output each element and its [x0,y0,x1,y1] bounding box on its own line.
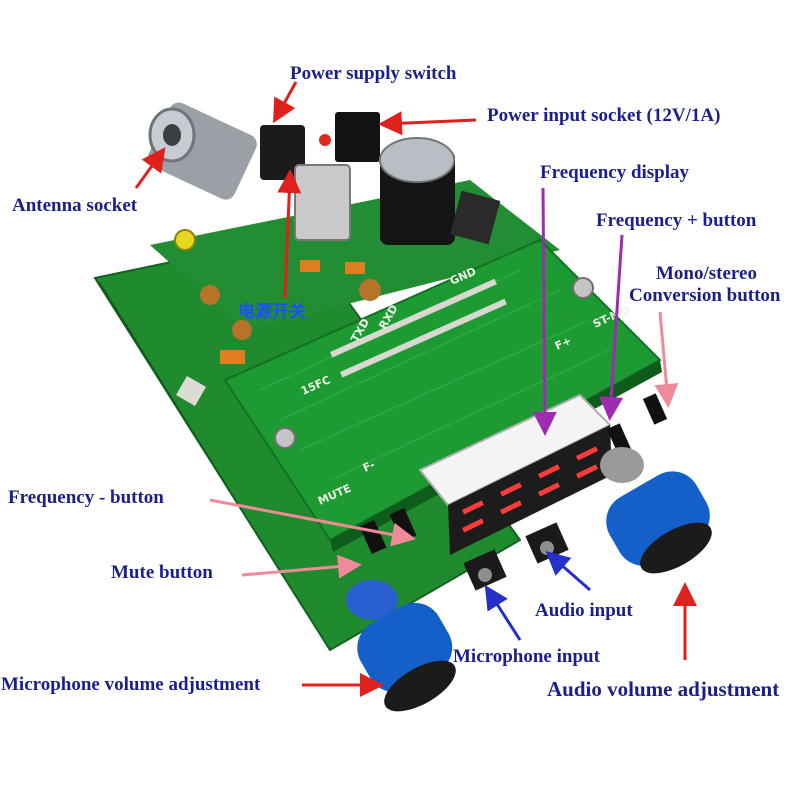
silk-f-plus: F+ [553,334,574,353]
mic-volume-knob [346,580,456,712]
arrow-power-input [378,111,477,136]
label-mute-button: Mute button [111,562,213,583]
label-microphone-input: Microphone input [453,646,600,667]
silk-f-minus: F- [361,458,377,475]
label-audio-input: Audio input [535,600,633,621]
audio-volume-knob [600,447,712,574]
label-audio-volume-adjustment: Audio volume adjustment [547,677,780,701]
label-power-switch-cn: 电源开关 [238,302,306,322]
label-frequency-minus-button: Frequency - button [8,487,164,508]
dc-jack [335,112,380,162]
power-switch-body [260,125,305,180]
label-microphone-volume-adjustment: Microphone volume adjustment [1,674,261,695]
power-led [319,134,331,146]
arrow-antenna [134,147,166,189]
display-digits [462,446,598,533]
arrow-mic-input [484,584,522,641]
arrow-power-switch-cn [277,169,302,299]
voltage-regulator [449,190,501,245]
mounting-screws [274,277,594,449]
callout-arrows [134,81,697,697]
yellow-terminal [174,229,196,251]
arrow-freq-plus [599,234,624,421]
power-switch-housing [294,164,351,241]
label-mono-stereo: Mono/stereo [656,263,757,284]
arrow-power-switch [273,81,298,124]
seven-segment-display [418,393,612,555]
arrow-mute [241,554,362,579]
capacitor-top [379,137,455,183]
label-power-supply-switch: Power supply switch [290,63,457,84]
smd-components [175,260,381,407]
label-power-input-socket: Power input socket (12V/1A) [487,105,721,126]
arrow-audio-input [545,551,591,592]
label-frequency-display: Frequency display [540,162,690,183]
header-pins [330,278,507,378]
arrow-mono-stereo [654,311,679,408]
antenna-bnc-socket [147,102,257,200]
label-frequency-plus-button: Frequency + button [596,210,757,231]
arrow-freq-minus [209,498,416,547]
label-conversion-button: Conversion button [629,285,781,306]
label-antenna-socket: Antenna socket [12,195,138,216]
arrow-freq-display [532,187,557,436]
